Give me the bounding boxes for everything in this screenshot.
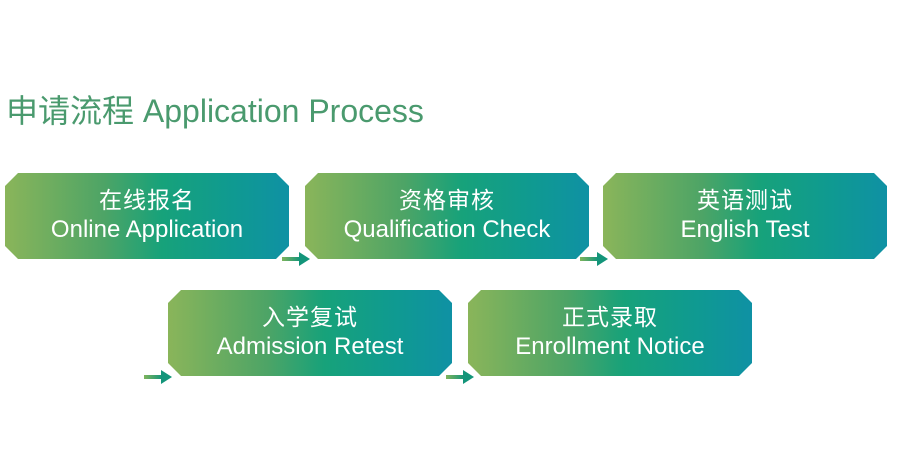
page-title: 申请流程 Application Process <box>6 93 424 129</box>
arrow-right-icon <box>580 252 608 266</box>
step-enrollment-notice: 正式录取 Enrollment Notice <box>468 290 752 376</box>
step-online-application: 在线报名 Online Application <box>5 173 289 259</box>
step-en-label: Admission Retest <box>216 333 404 360</box>
step-en-label: Enrollment Notice <box>515 333 705 360</box>
arrow-right-icon <box>446 370 474 384</box>
step-cn-label: 资格审核 <box>399 188 495 214</box>
step-en-label: English Test <box>680 216 810 243</box>
step-english-test: 英语测试 English Test <box>603 173 887 259</box>
step-qualification-check: 资格审核 Qualification Check <box>305 173 589 259</box>
step-en-label: Online Application <box>50 216 244 243</box>
arrow-right-icon <box>144 370 172 384</box>
step-en-label: Qualification Check <box>343 216 551 243</box>
step-admission-retest: 入学复试 Admission Retest <box>168 290 452 376</box>
step-cn-label: 入学复试 <box>262 305 358 331</box>
step-cn-label: 正式录取 <box>562 305 658 331</box>
step-cn-label: 在线报名 <box>99 188 195 214</box>
step-cn-label: 英语测试 <box>697 188 793 214</box>
arrow-right-icon <box>282 252 310 266</box>
